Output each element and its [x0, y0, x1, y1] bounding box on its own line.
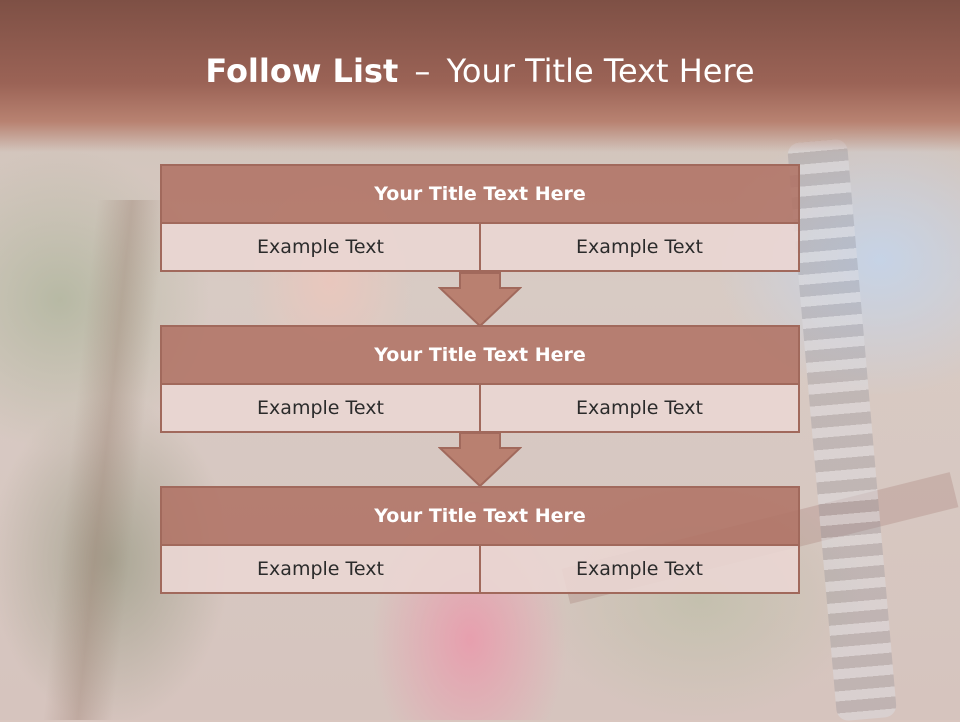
step-block-row: Example Text Example Text — [162, 546, 798, 592]
slide-title-separator: – — [414, 52, 431, 90]
step-block-cell-left: Example Text — [162, 546, 479, 592]
step-block-row: Example Text Example Text — [162, 224, 798, 270]
step-block-title: Your Title Text Here — [162, 166, 798, 224]
slide-title-rest: Your Title Text Here — [446, 52, 755, 90]
step-block-cell-left: Example Text — [162, 224, 479, 270]
step-block-2: Your Title Text Here Example Text Exampl… — [160, 325, 800, 433]
slide-title-bold: Follow List — [205, 52, 399, 90]
slide-title: Follow List – Your Title Text Here — [0, 52, 960, 90]
step-block-cell-right: Example Text — [479, 385, 798, 431]
step-block-3: Your Title Text Here Example Text Exampl… — [160, 486, 800, 594]
step-block-cell-right: Example Text — [479, 224, 798, 270]
down-arrow-icon — [438, 432, 522, 488]
step-block-1: Your Title Text Here Example Text Exampl… — [160, 164, 800, 272]
down-arrow-icon — [438, 272, 522, 328]
step-block-title: Your Title Text Here — [162, 488, 798, 546]
step-block-row: Example Text Example Text — [162, 385, 798, 431]
header-band — [0, 0, 960, 152]
step-block-title: Your Title Text Here — [162, 327, 798, 385]
step-block-cell-right: Example Text — [479, 546, 798, 592]
step-block-cell-left: Example Text — [162, 385, 479, 431]
